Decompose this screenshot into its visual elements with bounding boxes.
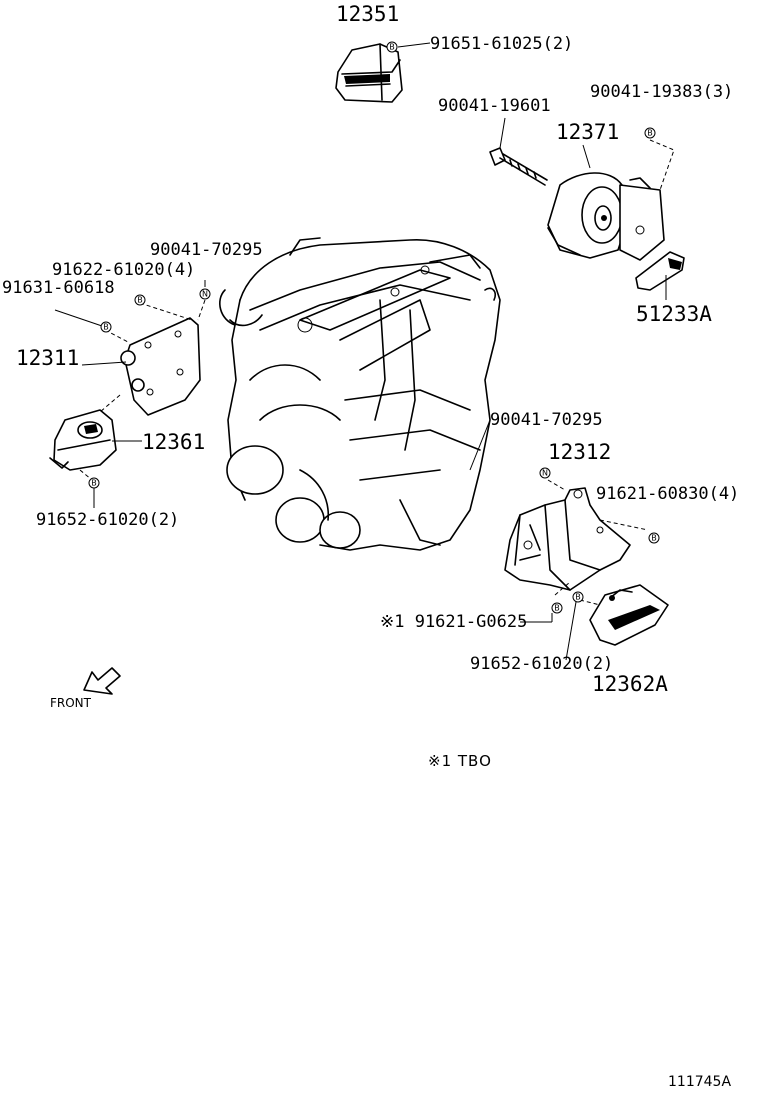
bolt-marker: B [88, 477, 100, 489]
svg-text:B: B [389, 43, 395, 52]
figure-code: 111745A [668, 1074, 732, 1090]
label-12311: 12311 [16, 346, 80, 370]
bracket-12312 [504, 487, 631, 591]
mount-12351 [335, 43, 403, 103]
svg-text:N: N [202, 290, 208, 299]
bracket-51233A [635, 251, 685, 291]
front-direction-label: FRONT [50, 696, 91, 710]
bolt-90041-19601 [489, 147, 548, 186]
label-91651-61025: 91651-61025(2) [430, 34, 574, 54]
label-51233A: 51233A [636, 302, 712, 326]
label-90041-70295-upper: 90041-70295 [150, 240, 263, 260]
label-91621-G0625: ※1 91621-G0625 [380, 612, 528, 632]
label-90041-19383: 90041-19383(3) [590, 82, 734, 102]
label-12371: 12371 [556, 120, 620, 144]
svg-text:B: B [103, 323, 109, 332]
footnote-tbo: ※1 TBO [428, 752, 492, 770]
bolt-marker: B [572, 591, 584, 603]
front-arrow-icon [83, 667, 121, 695]
bolt-marker: B [134, 294, 146, 306]
nut-marker: N [539, 467, 551, 479]
label-12312: 12312 [548, 440, 612, 464]
bolt-marker: B [100, 321, 112, 333]
svg-text:B: B [137, 296, 143, 305]
label-12361: 12361 [142, 430, 206, 454]
bolt-marker: B [386, 41, 398, 53]
mount-12362A [589, 584, 669, 646]
svg-text:B: B [554, 604, 560, 613]
bolt-marker: B [551, 602, 563, 614]
mount-12371 [547, 172, 665, 261]
label-12362A: 12362A [592, 672, 668, 696]
label-91652-61020-right: 91652-61020(2) [470, 654, 614, 674]
svg-text:B: B [651, 534, 657, 543]
label-91621-60830: 91621-60830(4) [596, 484, 740, 504]
bolt-marker: B [648, 532, 660, 544]
svg-text:B: B [647, 129, 653, 138]
label-90041-70295-lower: 90041-70295 [490, 410, 603, 430]
label-91631-60618: 91631-60618 [2, 278, 115, 298]
bracket-12311 [120, 317, 201, 416]
label-91622-61020: 91622-61020(4) [52, 260, 196, 280]
svg-text:B: B [575, 593, 581, 602]
nut-marker: N [199, 288, 211, 300]
engine-assembly [219, 237, 501, 551]
bolt-marker: B [644, 127, 656, 139]
label-91652-61020-left: 91652-61020(2) [36, 510, 180, 530]
svg-text:B: B [91, 479, 97, 488]
label-90041-19601: 90041-19601 [438, 96, 551, 116]
mount-12361 [49, 409, 117, 471]
svg-text:N: N [542, 469, 548, 478]
label-12351: 12351 [336, 2, 400, 26]
